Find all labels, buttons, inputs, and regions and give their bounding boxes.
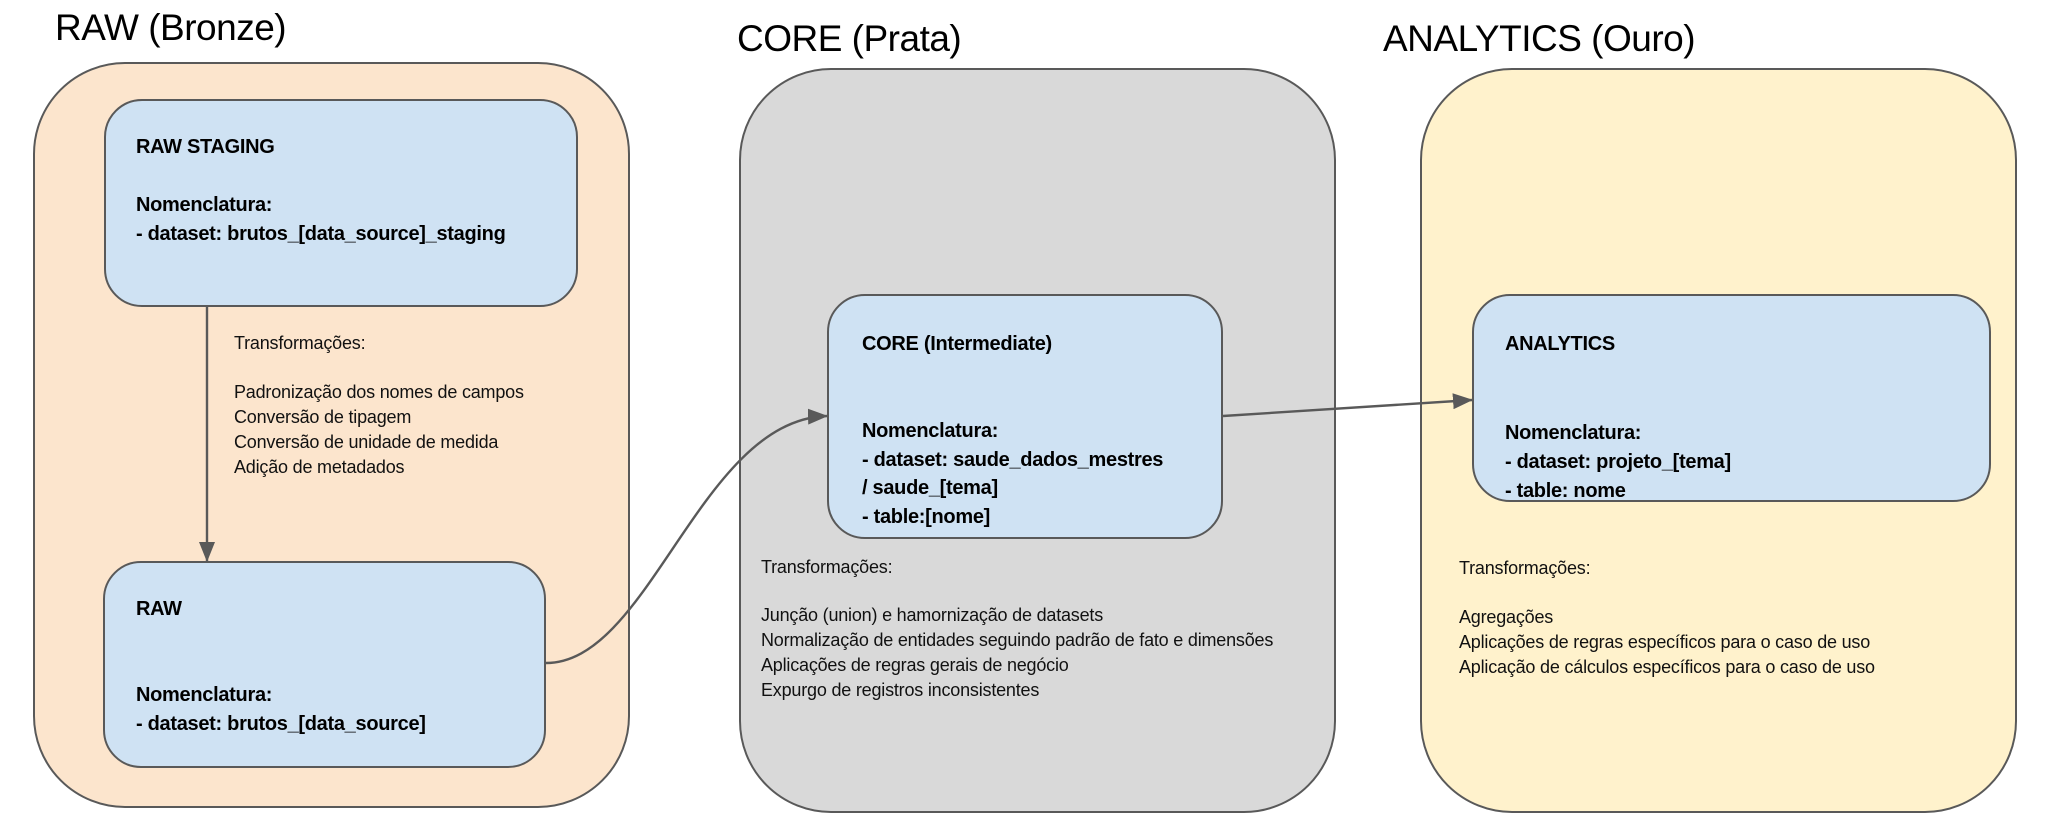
analytics-transformation-item: Aplicação de cálculos específicos para o… <box>1459 657 1875 677</box>
core-transformations-label: Transformações: <box>761 557 893 577</box>
raw-transformations-label: Transformações: <box>234 333 366 353</box>
core-transformation-item: Normalização de entidades seguindo padrã… <box>761 630 1274 650</box>
core-transformation-item: Aplicações de regras gerais de negócio <box>761 655 1069 675</box>
analytics-transformation-item: Aplicações de regras específicos para o … <box>1459 632 1871 652</box>
nomenclature-table: - table:[nome] <box>862 506 991 528</box>
raw-transformation-item: Conversão de unidade de medida <box>234 432 499 452</box>
analytics-transformation-item: Agregações <box>1459 607 1554 627</box>
nomenclature-label: Nomenclatura: <box>136 684 273 706</box>
nomenclature-table: - table: nome <box>1505 480 1626 502</box>
nomenclature-dataset-alt: / saude_[tema] <box>862 477 998 499</box>
node-raw-staging[interactable]: RAW STAGING Nomenclatura: - dataset: bru… <box>104 99 578 307</box>
nomenclature-label: Nomenclatura: <box>136 194 273 216</box>
nomenclature-label: Nomenclatura: <box>862 420 999 442</box>
node-title: RAW <box>136 598 182 620</box>
node-title: ANALYTICS <box>1505 333 1615 355</box>
analytics-transformations-label: Transformações: <box>1459 558 1591 578</box>
raw-transformation-item: Padronização dos nomes de campos <box>234 382 524 402</box>
core-transformation-item: Expurgo de registros inconsistentes <box>761 680 1040 700</box>
layer-title-core: CORE (Prata) <box>737 18 962 59</box>
layer-title-raw: RAW (Bronze) <box>55 7 287 48</box>
node-core-intermediate[interactable]: CORE (Intermediate) Nomenclatura: - data… <box>827 294 1223 539</box>
node-raw[interactable]: RAW Nomenclatura: - dataset: brutos_[dat… <box>103 561 546 768</box>
raw-transformation-item: Conversão de tipagem <box>234 407 412 427</box>
nomenclature-dataset: - dataset: brutos_[data_source]_staging <box>136 223 506 245</box>
node-title: CORE (Intermediate) <box>862 333 1052 355</box>
node-analytics[interactable]: ANALYTICS Nomenclatura: - dataset: proje… <box>1472 294 1991 502</box>
nomenclature-dataset: - dataset: saude_dados_mestres <box>862 449 1164 471</box>
nomenclature-label: Nomenclatura: <box>1505 422 1642 444</box>
raw-transformation-item: Adição de metadados <box>234 457 405 477</box>
nomenclature-dataset: - dataset: brutos_[data_source] <box>136 713 426 735</box>
core-transformation-item: Junção (union) e hamornização de dataset… <box>761 605 1104 625</box>
node-title: RAW STAGING <box>136 136 275 158</box>
nomenclature-dataset: - dataset: projeto_[tema] <box>1505 451 1731 473</box>
layer-title-analytics: ANALYTICS (Ouro) <box>1383 18 1696 59</box>
